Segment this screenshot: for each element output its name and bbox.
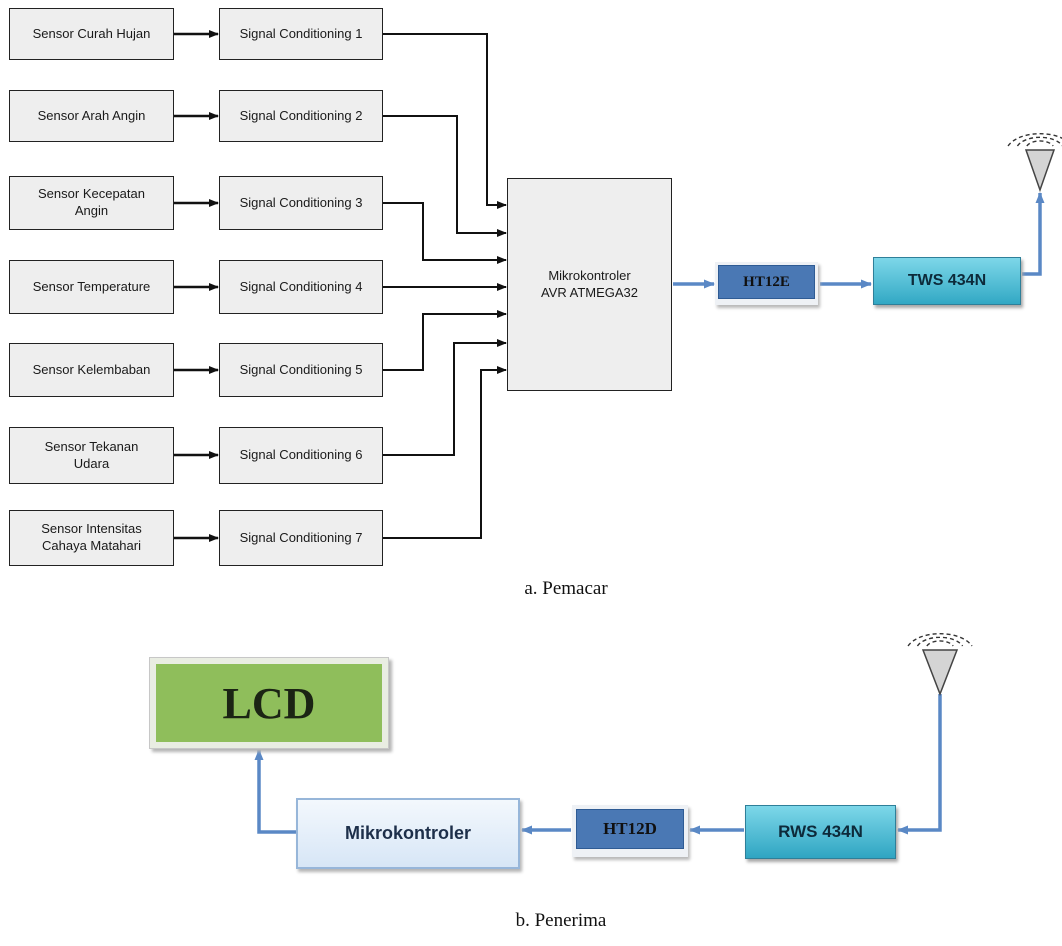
lcd-display: LCD bbox=[149, 657, 389, 749]
mcu-to-lcd-link bbox=[254, 749, 296, 834]
signal-conditioning-block-7: Signal Conditioning 7 bbox=[219, 510, 383, 566]
signal-conditioning-block-2: Signal Conditioning 2 bbox=[219, 90, 383, 142]
antenna-icon-transmitter bbox=[1007, 132, 1062, 193]
sensor-block-1: Sensor Curah Hujan bbox=[9, 8, 174, 60]
antenna-to-rws-link bbox=[897, 694, 942, 835]
sensor-block-4: Sensor Temperature bbox=[9, 260, 174, 314]
sensor-block-2: Sensor Arah Angin bbox=[9, 90, 174, 142]
caption-receiver: b. Penerima bbox=[515, 910, 607, 931]
receiver-microcontroller: Mikrokontroler bbox=[296, 798, 520, 869]
decoder-ht12d: HT12D bbox=[572, 805, 688, 857]
encoder-ht12e: HT12E bbox=[715, 262, 818, 305]
signal-conditioning-block-3: Signal Conditioning 3 bbox=[219, 176, 383, 230]
sensor-block-7: Sensor Intensitas Cahaya Matahari bbox=[9, 510, 174, 566]
signal-conditioning-block-1: Signal Conditioning 1 bbox=[219, 8, 383, 60]
caption-transmitter: a. Pemacar bbox=[524, 578, 608, 599]
encoder-label: HT12E bbox=[718, 265, 815, 299]
sensor-block-6: Sensor Tekanan Udara bbox=[9, 427, 174, 484]
tx-module-tws434n: TWS 434N bbox=[873, 257, 1021, 305]
sc-to-mcu-wire-5 bbox=[383, 310, 507, 371]
microcontroller-block: Mikrokontroler AVR ATMEGA32 bbox=[507, 178, 672, 391]
signal-conditioning-block-5: Signal Conditioning 5 bbox=[219, 343, 383, 397]
sc-to-mcu-wire-1 bbox=[383, 33, 507, 209]
sc-to-mcu-wire-2 bbox=[383, 115, 507, 237]
sc-to-mcu-wire-3 bbox=[383, 202, 507, 264]
tws-to-antenna-link bbox=[1022, 192, 1045, 276]
sc-to-mcu-wire-7 bbox=[383, 366, 507, 539]
rx-module-rws434n: RWS 434N bbox=[745, 805, 896, 859]
signal-conditioning-block-6: Signal Conditioning 6 bbox=[219, 427, 383, 484]
signal-conditioning-block-4: Signal Conditioning 4 bbox=[219, 260, 383, 314]
antenna-icon-receiver bbox=[907, 632, 973, 697]
decoder-label: HT12D bbox=[576, 809, 684, 849]
sc-to-mcu-wire-6 bbox=[383, 339, 507, 456]
sensor-block-5: Sensor Kelembaban bbox=[9, 343, 174, 397]
sensor-block-3: Sensor Kecepatan Angin bbox=[9, 176, 174, 230]
